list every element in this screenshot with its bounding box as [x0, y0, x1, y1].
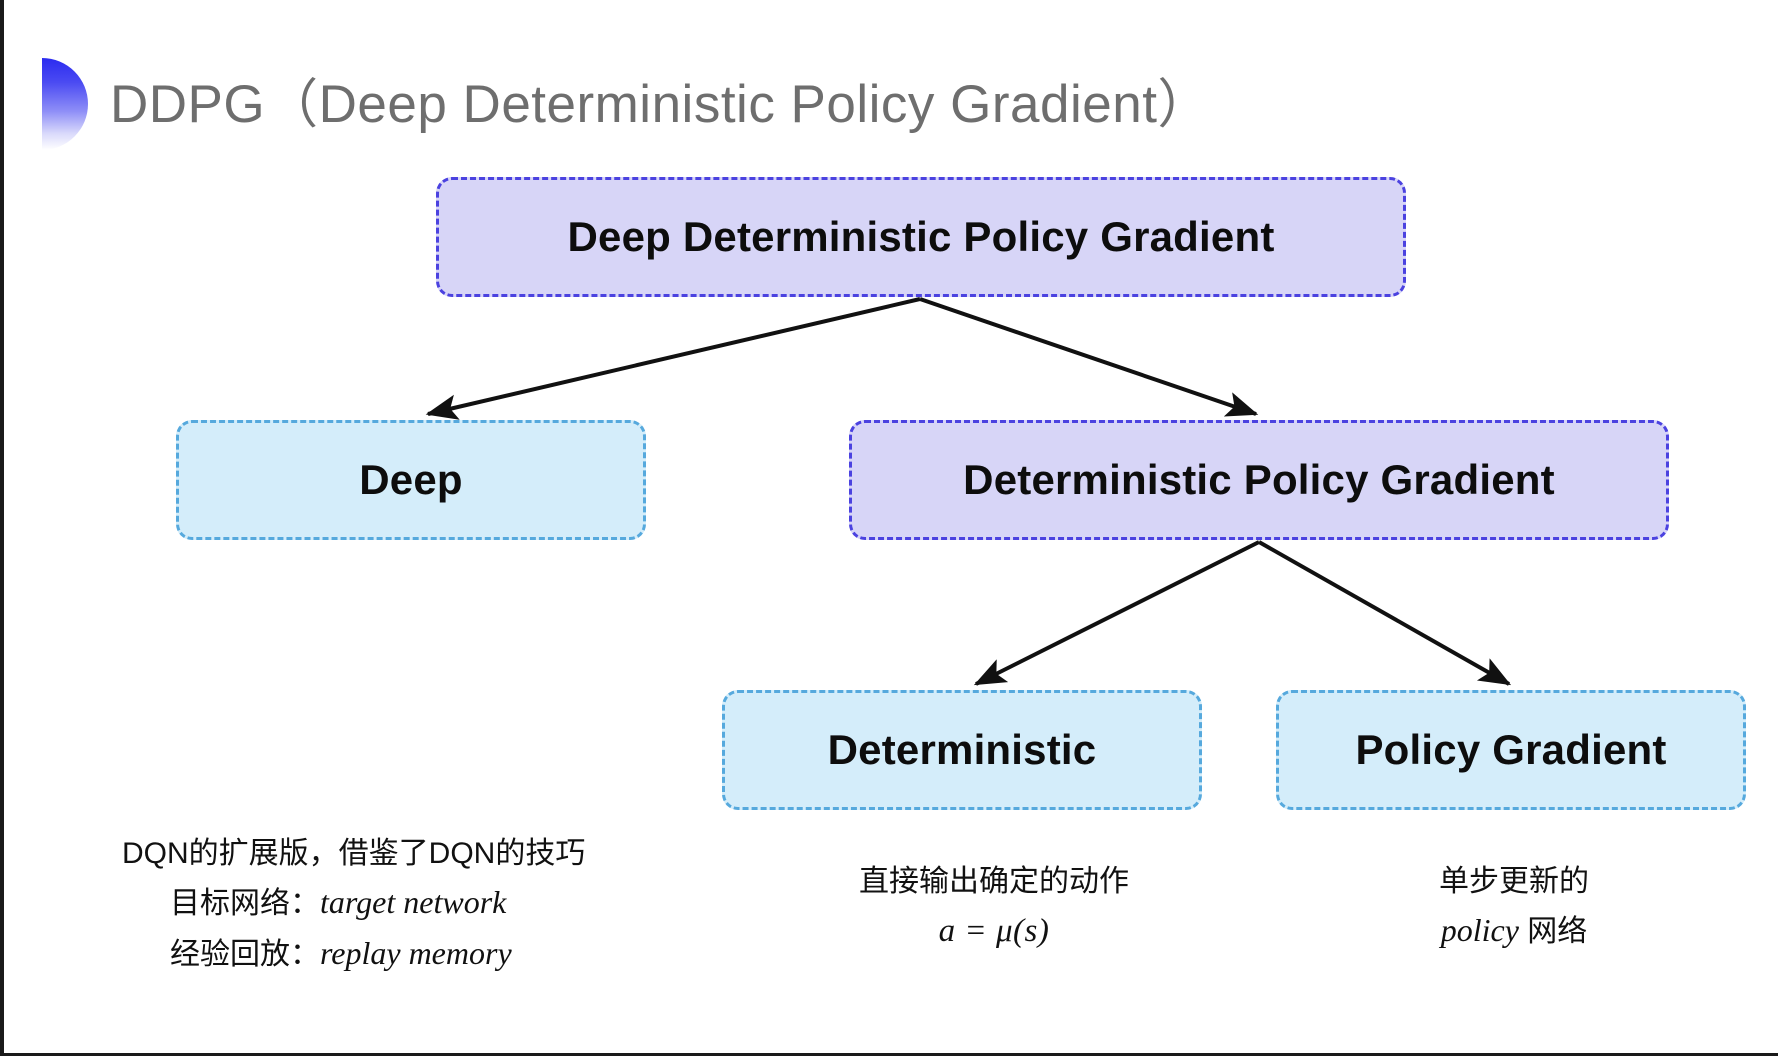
caption-deep-line3-label: 经验回放： — [170, 937, 320, 971]
caption-deep-line2: 目标网络：target network — [122, 877, 762, 928]
node-policy-gradient[interactable]: Policy Gradient — [1276, 690, 1746, 810]
caption-deep-line3: 经验回放：replay memory — [122, 928, 762, 979]
edge-root-to-dpg — [919, 297, 1259, 417]
caption-policy-gradient-line1: 单步更新的 — [1439, 865, 1589, 898]
caption-deep-line2-term: target network — [320, 884, 507, 921]
edge-root-to-deep — [425, 297, 921, 420]
edge-dpg-to-policy-gradient — [1258, 540, 1512, 686]
page-title: DDPG（Deep Deterministic Policy Gradient） — [110, 74, 1211, 134]
caption-policy-gradient: 单步更新的 policy 网络 — [1304, 858, 1724, 956]
caption-deep-line1: DQN的扩展版，借鉴了DQN的技巧 — [122, 837, 586, 870]
caption-policy-gradient-term: policy — [1440, 912, 1519, 949]
caption-deep: DQN的扩展版，借鉴了DQN的技巧 目标网络：target network 经验… — [122, 830, 762, 978]
caption-deterministic: 直接输出确定的动作 a = μ(s) — [764, 858, 1224, 958]
caption-deterministic-formula: a = μ(s) — [938, 913, 1050, 950]
slide-title-row: DDPG（Deep Deterministic Policy Gradient） — [4, 58, 1211, 150]
caption-deterministic-line1: 直接输出确定的动作 — [859, 865, 1129, 898]
node-deep-deterministic-policy-gradient[interactable]: Deep Deterministic Policy Gradient — [436, 177, 1406, 297]
edge-dpg-to-deterministic — [973, 540, 1260, 686]
caption-policy-gradient-rest: 网络 — [1518, 915, 1588, 949]
caption-deep-line2-label: 目标网络： — [170, 887, 320, 921]
caption-deep-line3-term: replay memory — [320, 934, 512, 971]
node-deep[interactable]: Deep — [176, 420, 646, 540]
caption-policy-gradient-line2: policy 网络 — [1304, 905, 1724, 956]
node-deterministic[interactable]: Deterministic — [722, 690, 1202, 810]
ddpg-decomposition-diagram: Deep Deterministic Policy Gradient Deep … — [4, 0, 1778, 1053]
node-deterministic-policy-gradient[interactable]: Deterministic Policy Gradient — [849, 420, 1669, 540]
